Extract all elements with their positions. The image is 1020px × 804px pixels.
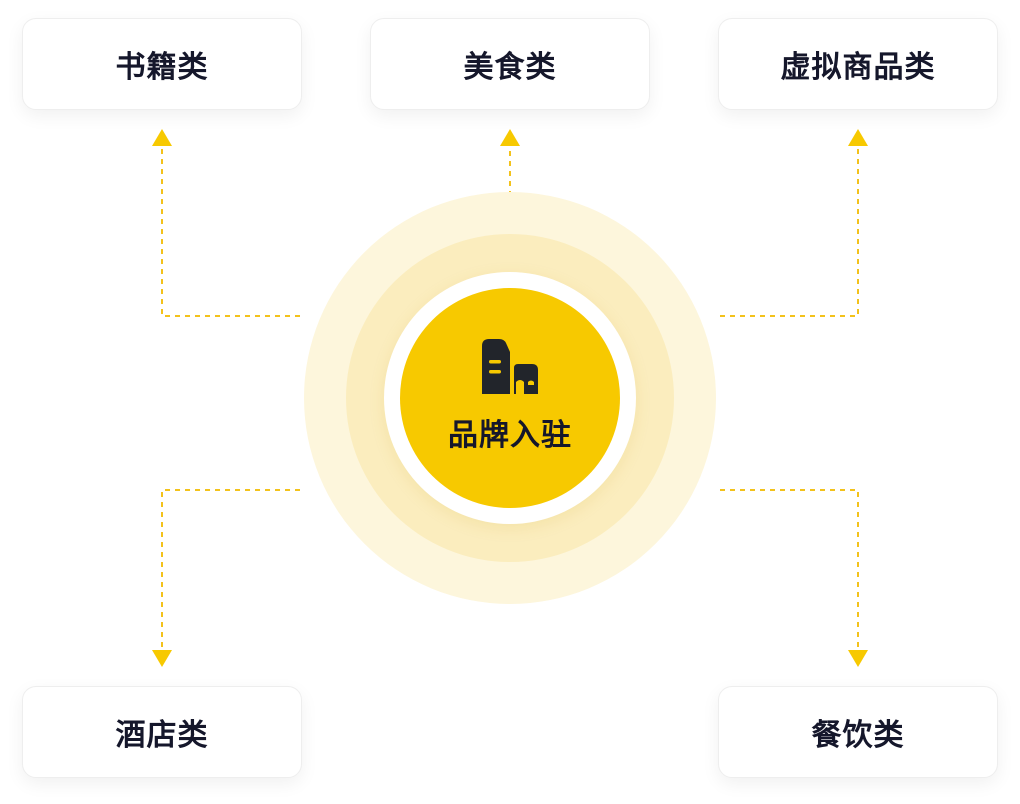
building-icon [482, 339, 538, 394]
connector-hotel [161, 489, 300, 652]
arrow-up-food [500, 129, 520, 146]
category-card-books[interactable]: 书籍类 [22, 18, 302, 110]
connector-virtual [720, 146, 859, 317]
connector-dining [720, 489, 859, 652]
arrow-down-hotel [152, 650, 172, 667]
category-card-hotel[interactable]: 酒店类 [22, 686, 302, 778]
hub-label: 品牌入驻 [448, 418, 572, 453]
category-label: 虚拟商品类 [780, 50, 936, 85]
category-card-food[interactable]: 美食类 [370, 18, 650, 110]
category-label: 餐饮类 [811, 718, 905, 753]
arrow-down-dining [848, 650, 868, 667]
arrow-up-books [152, 129, 172, 146]
category-label: 酒店类 [115, 718, 209, 753]
category-card-dining[interactable]: 餐饮类 [718, 686, 998, 778]
category-label: 书籍类 [115, 50, 209, 85]
connector-books [161, 146, 300, 317]
arrow-up-virtual [848, 129, 868, 146]
category-card-virtual-goods[interactable]: 虚拟商品类 [718, 18, 998, 110]
category-label: 美食类 [463, 50, 557, 85]
brand-entry-hub[interactable]: 品牌入驻 [400, 288, 620, 508]
